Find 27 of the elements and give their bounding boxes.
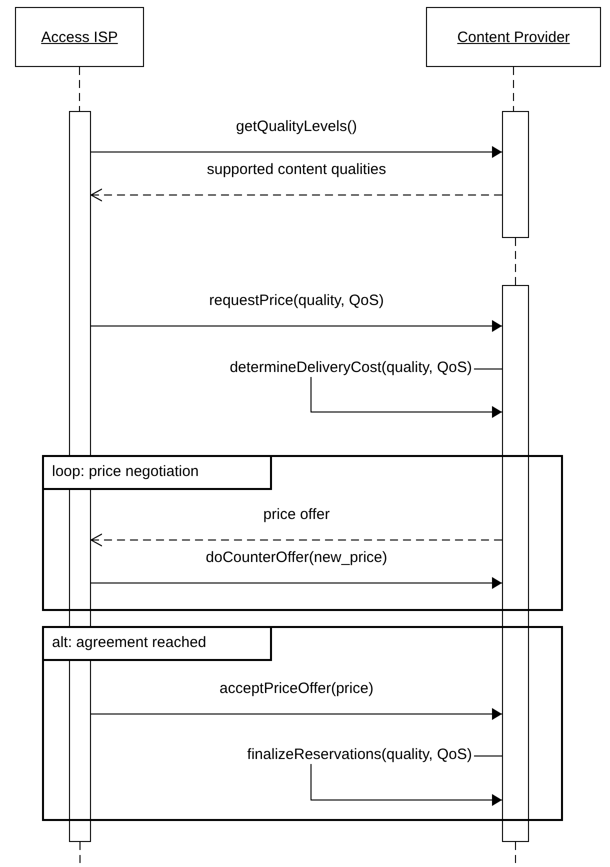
message-arrow <box>90 320 502 332</box>
fragment-label: loop: price negotiation <box>52 463 199 480</box>
reply-arrow <box>90 534 502 546</box>
lifeline <box>79 66 80 112</box>
participant-name: Content Provider <box>457 28 570 46</box>
activation-bar <box>502 111 529 238</box>
message-arrow <box>90 577 502 589</box>
message-label: requestPrice(quality, QoS) <box>207 292 386 310</box>
lifeline <box>513 66 514 112</box>
participant-name: Access ISP <box>41 28 118 46</box>
message-arrow <box>90 708 502 720</box>
message-label: determineDeliveryCost(quality, QoS) <box>228 359 474 377</box>
message-label: price offer <box>261 506 332 524</box>
fragment-tab <box>42 455 272 490</box>
participant-box <box>15 7 144 67</box>
message-label: finalizeReservations(quality, QoS) <box>245 746 474 764</box>
message-arrow <box>90 146 502 158</box>
message-label: doCounterOffer(new_price) <box>204 549 390 567</box>
message-label: supported content qualities <box>204 161 388 179</box>
activation-bar <box>502 285 529 842</box>
message-label: getQualityLevels() <box>234 118 359 136</box>
fragment-label: alt: agreement reached <box>52 634 206 651</box>
lifeline <box>515 238 516 286</box>
message-label: acceptPriceOffer(price) <box>218 680 376 698</box>
fragment-tab <box>42 626 272 661</box>
participant-box <box>426 7 601 67</box>
reply-arrow <box>90 188 502 202</box>
